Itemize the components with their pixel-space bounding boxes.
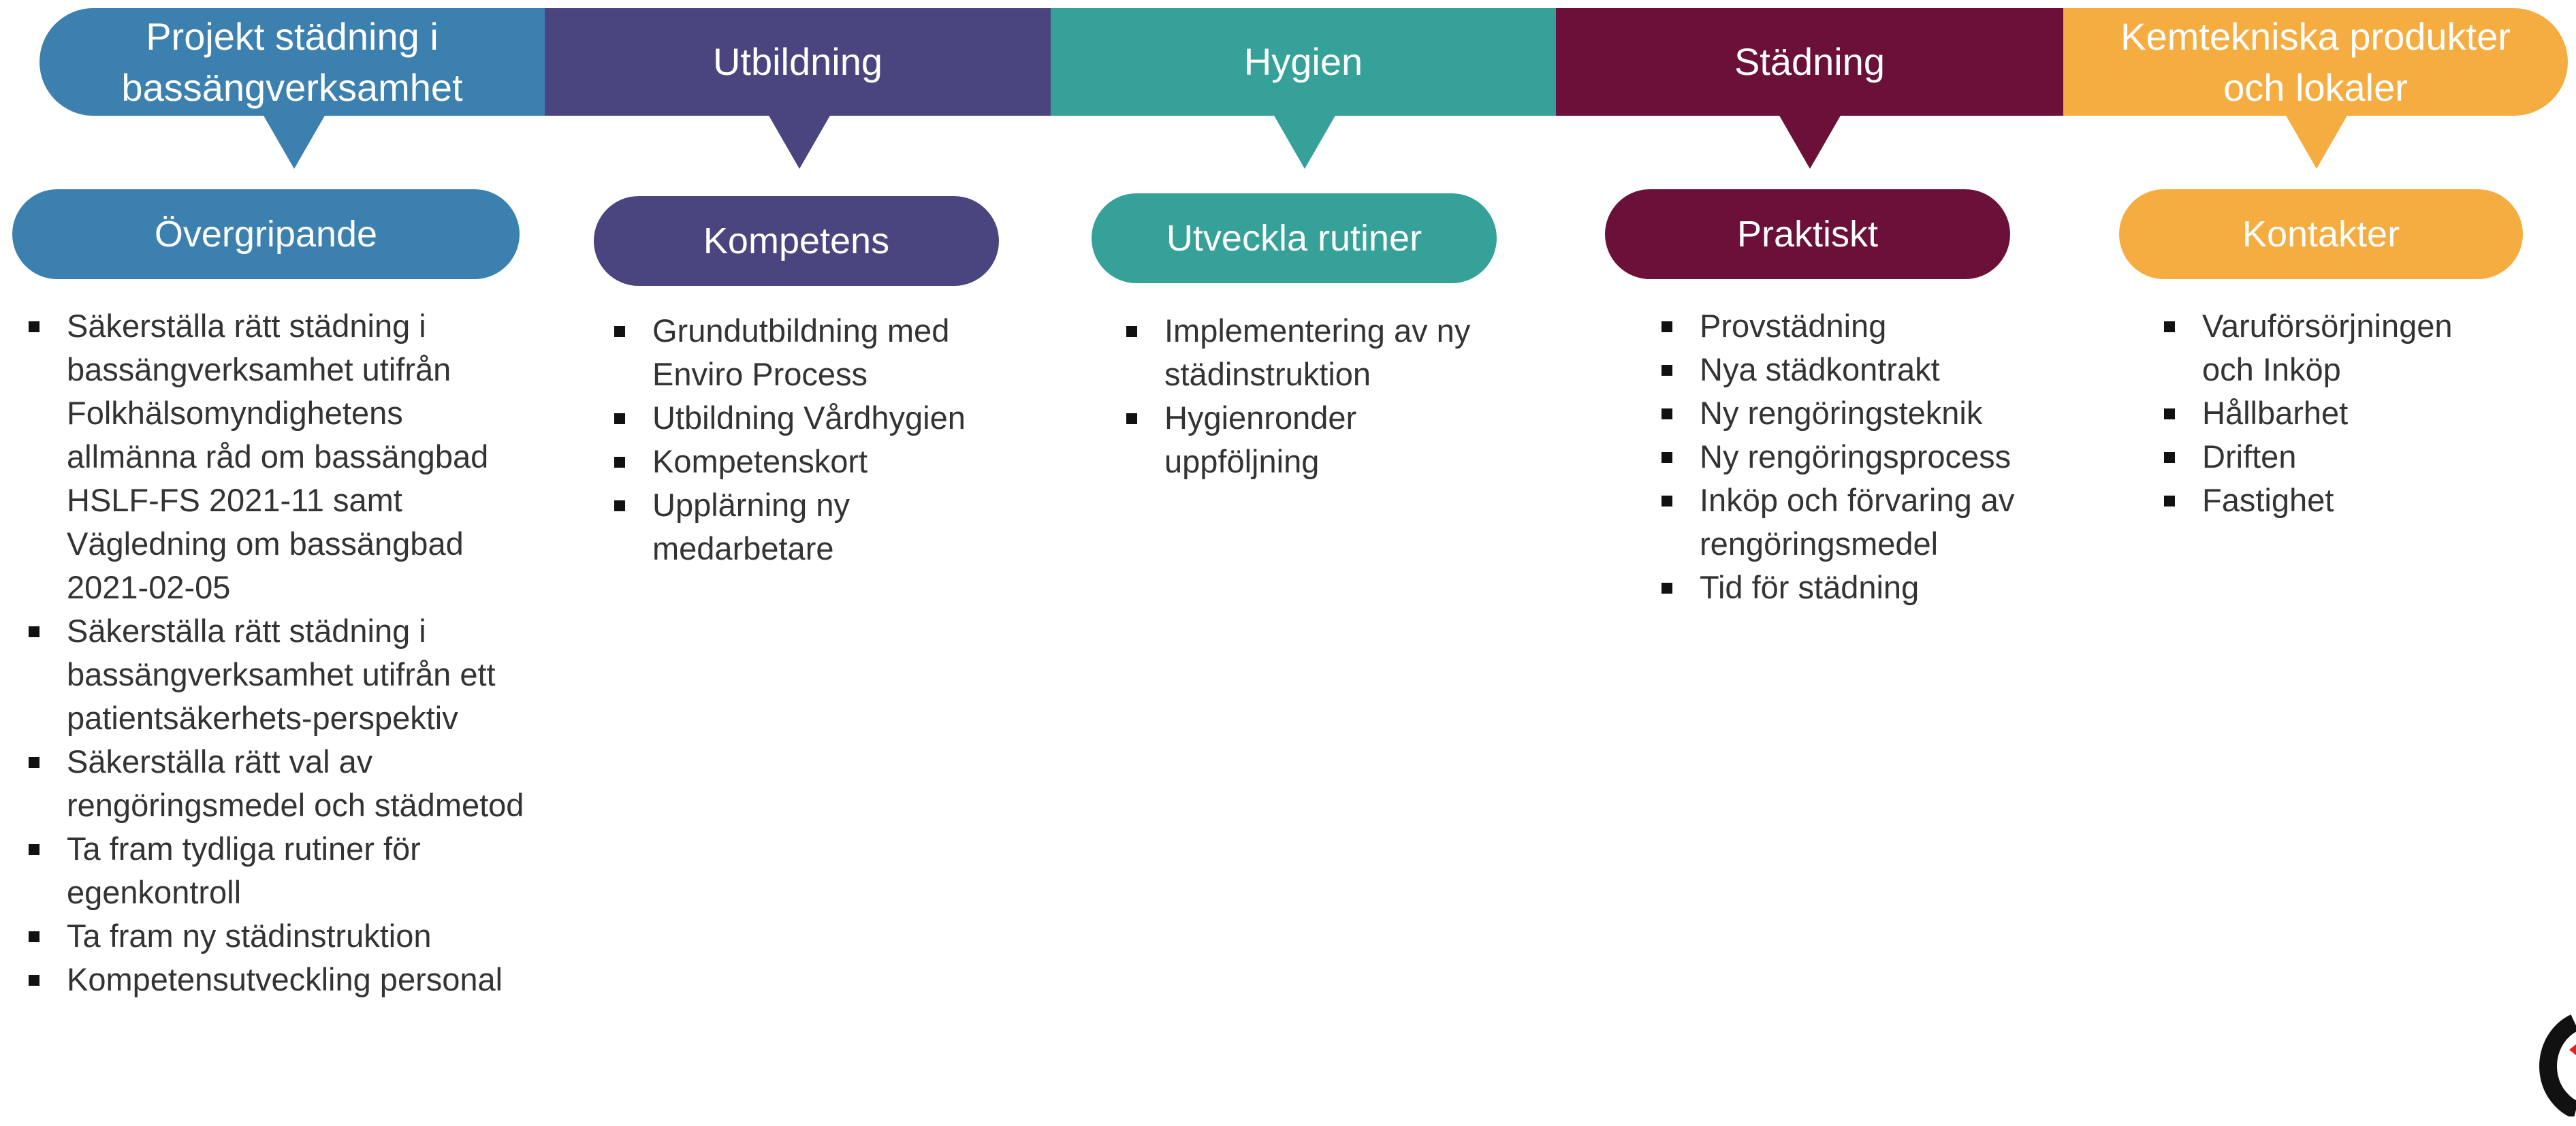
pointer-stadning	[1779, 114, 1841, 169]
list-item: Kompetensutveckling personal	[29, 958, 526, 1001]
bullet-icon	[1661, 583, 1672, 594]
list-item: Ny rengöringsprocess	[1661, 435, 2043, 479]
bullet-icon	[29, 931, 39, 942]
bullet-icon	[29, 757, 39, 768]
list-item: Inköp och förvaring av rengöringsmedel	[1661, 479, 2043, 566]
list-item: Hållbarhet	[2164, 391, 2477, 435]
banner-stadning-label: Städning	[1734, 40, 1886, 84]
logo-mark-icon	[2539, 1014, 2576, 1116]
bullet-icon	[2164, 496, 2175, 506]
pill-kompetens-label: Kompetens	[703, 221, 890, 261]
pointer-kemtekniska	[2285, 114, 2348, 169]
bullet-icon	[29, 321, 39, 332]
list-praktiskt: Provstädning Nya städkontrakt Ny rengöri…	[1661, 304, 2043, 609]
bullet-icon	[1661, 452, 1672, 463]
list-item: Provstädning	[1661, 304, 2043, 348]
list-utveckla-rutiner: Implementering av ny städinstruktion Hyg…	[1126, 309, 1508, 483]
pointer-hygien	[1273, 114, 1336, 169]
banner-projekt: Projekt städning i bassängverksamhet	[39, 8, 545, 116]
bullet-icon	[29, 844, 39, 855]
list-item: Utbildning Vårdhygien	[614, 396, 996, 440]
pointer-projekt	[263, 114, 325, 169]
list-item: Säkerställa rätt städning i bassängverks…	[29, 304, 526, 609]
list-item: Tid för städning	[1661, 566, 2043, 609]
banner-kemtekniska: Kemtekniska produkter och lokaler	[2063, 8, 2568, 116]
pointer-utbildning	[768, 114, 831, 169]
pill-kontakter: Kontakter	[2119, 189, 2523, 279]
banner-utbildning: Utbildning	[545, 8, 1051, 116]
list-overgripande: Säkerställa rätt städning i bassängverks…	[29, 304, 526, 1001]
bullet-icon	[1661, 365, 1672, 376]
list-item: Kompetenskort	[614, 440, 996, 483]
banner-kemtekniska-line2: och lokaler	[2223, 66, 2408, 109]
list-item: Fastighet	[2164, 479, 2477, 522]
banner-projekt-line2: bassängverksamhet	[121, 66, 463, 109]
bullet-icon	[614, 457, 625, 468]
pill-utveckla-rutiner-label: Utveckla rutiner	[1166, 218, 1422, 259]
pill-praktiskt: Praktiskt	[1605, 189, 2010, 279]
list-item: Ny rengöringsteknik	[1661, 391, 2043, 435]
list-kompetens: Grundutbildning med Enviro Process Utbil…	[614, 309, 996, 570]
bullet-icon	[2164, 408, 2175, 419]
list-item: Säkerställa rätt städning i bassängverks…	[29, 609, 526, 740]
bullet-icon	[1661, 496, 1672, 506]
list-item: Grundutbildning med Enviro Process	[614, 309, 996, 396]
bullet-icon	[1661, 408, 1672, 419]
pill-praktiskt-label: Praktiskt	[1736, 214, 1879, 255]
list-item: Varuförsörjningen och Inköp	[2164, 304, 2477, 391]
bullet-icon	[29, 975, 39, 986]
banner-hygien-label: Hygien	[1243, 40, 1363, 84]
pill-kontakter-label: Kontakter	[2242, 214, 2400, 255]
pill-kompetens: Kompetens	[594, 196, 999, 286]
bullet-icon	[1661, 321, 1672, 332]
list-item: Upplärning ny medarbetare	[614, 483, 996, 570]
banner-hygien: Hygien	[1051, 8, 1556, 116]
pill-overgripande: Övergripande	[12, 189, 520, 279]
pill-utveckla-rutiner: Utveckla rutiner	[1092, 193, 1497, 283]
banner-utbildning-label: Utbildning	[712, 40, 883, 84]
bullet-icon	[614, 500, 625, 511]
list-item: Ta fram tydliga rutiner för egenkontroll	[29, 827, 526, 914]
bullet-icon	[1126, 413, 1137, 424]
list-item: Säkerställa rätt val av rengöringsmedel …	[29, 740, 526, 827]
bullet-icon	[614, 413, 625, 424]
list-item: Driften	[2164, 435, 2477, 479]
list-item: Hygienronder uppföljning	[1126, 396, 1508, 483]
pill-overgripande-label: Övergripande	[154, 214, 378, 255]
bullet-icon	[29, 626, 39, 637]
banner-projekt-line1: Projekt städning i	[146, 14, 439, 58]
bullet-icon	[2164, 452, 2175, 463]
bullet-icon	[2164, 321, 2175, 332]
list-item: Implementering av ny städinstruktion	[1126, 309, 1508, 396]
list-kontakter: Varuförsörjningen och Inköp Hållbarhet D…	[2164, 304, 2477, 522]
list-item: Ta fram ny städinstruktion	[29, 914, 526, 958]
list-item: Nya städkontrakt	[1661, 348, 2043, 391]
banner-kemtekniska-line1: Kemtekniska produkter	[2120, 14, 2511, 58]
bullet-icon	[1126, 326, 1137, 337]
bullet-icon	[614, 326, 625, 337]
banner-stadning: Städning	[1556, 8, 2063, 116]
